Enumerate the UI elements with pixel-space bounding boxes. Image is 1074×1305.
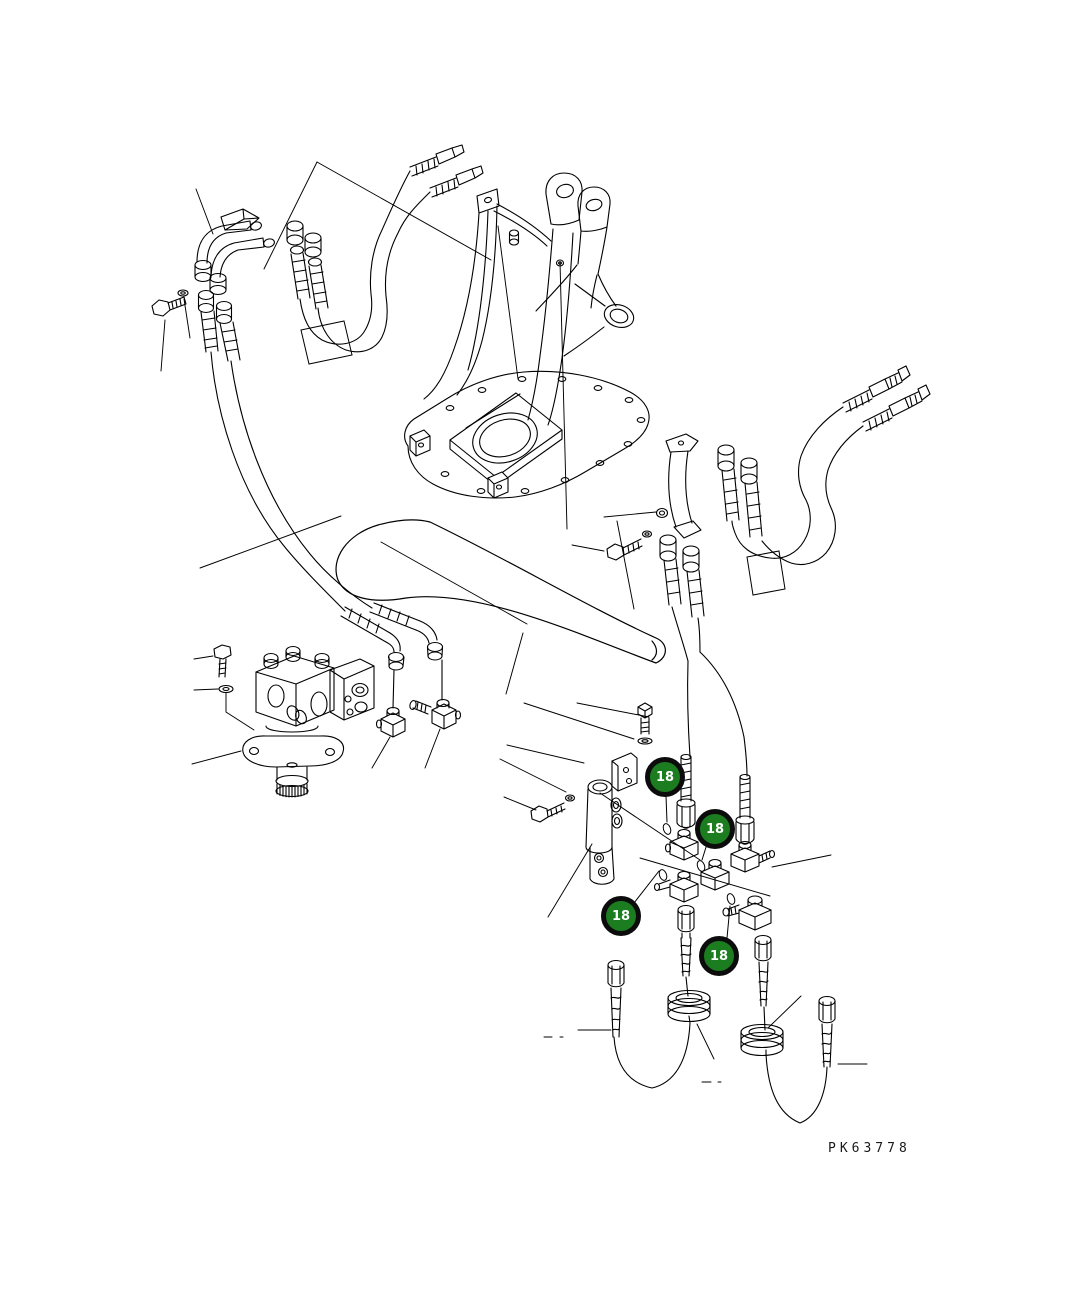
drawing-code: PK63778 xyxy=(828,1141,911,1156)
swing-motor-assembly xyxy=(213,644,462,798)
label-flags xyxy=(300,320,786,596)
oring-callout-targets xyxy=(633,795,736,939)
part-callout-label: 18 xyxy=(611,908,631,924)
part-callout-badge[interactable]: 18 xyxy=(695,809,735,849)
hose-pair-right xyxy=(606,365,931,777)
part-callout-label: 18 xyxy=(705,821,725,837)
hose-pair-upper xyxy=(286,144,484,353)
part-callout-label: 18 xyxy=(709,948,729,964)
large-hose xyxy=(335,519,666,664)
part-callout-badge[interactable]: 18 xyxy=(645,757,685,797)
part-callout-badge[interactable]: 18 xyxy=(601,896,641,936)
part-callout-label: 18 xyxy=(655,769,675,785)
valve-manifold-assembly xyxy=(530,702,836,1124)
mount-bracket-pedestal xyxy=(404,172,650,499)
elbow-tube-assembly-top-left xyxy=(151,208,444,709)
leader-lines xyxy=(160,161,868,1083)
part-callout-badge[interactable]: 18 xyxy=(699,936,739,976)
